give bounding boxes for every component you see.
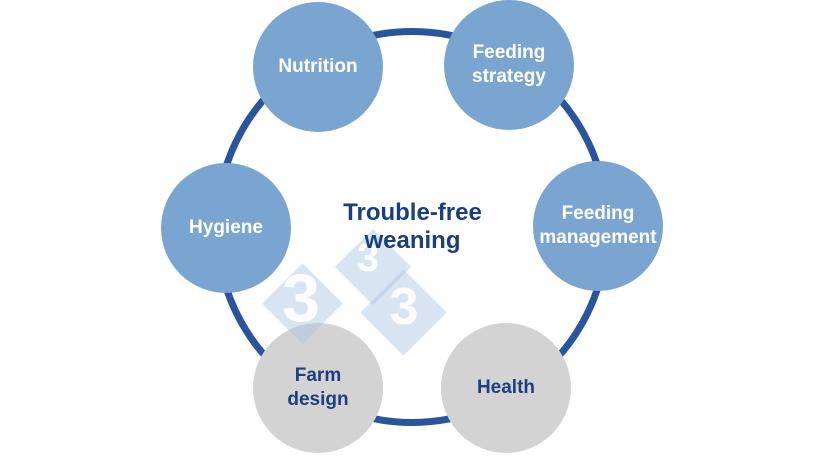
- node-label: Hygiene: [189, 217, 263, 239]
- diagram-title-line-1: Trouble-free: [343, 199, 482, 226]
- node-label: Farm design: [287, 365, 349, 410]
- diagram-title: Trouble-free weaning: [310, 199, 515, 255]
- node-farm-design: Farm design: [253, 323, 383, 453]
- watermark-digit: 3: [282, 260, 320, 336]
- node-label: Feeding management: [539, 203, 657, 248]
- node-health: Health: [441, 323, 571, 453]
- watermark-digit: 3: [389, 278, 419, 336]
- diagram-title-line-2: weaning: [364, 227, 461, 254]
- node-label: Health: [476, 377, 536, 399]
- node-nutrition: Nutrition: [253, 2, 383, 132]
- node-label: Feeding strategy: [472, 42, 546, 87]
- node-label: Nutrition: [278, 56, 358, 78]
- node-feeding-management: Feeding management: [533, 161, 663, 291]
- node-feeding-strategy: Feeding strategy: [444, 0, 574, 130]
- watermark-digit: 3: [356, 236, 380, 280]
- node-hygiene: Hygiene: [161, 163, 291, 293]
